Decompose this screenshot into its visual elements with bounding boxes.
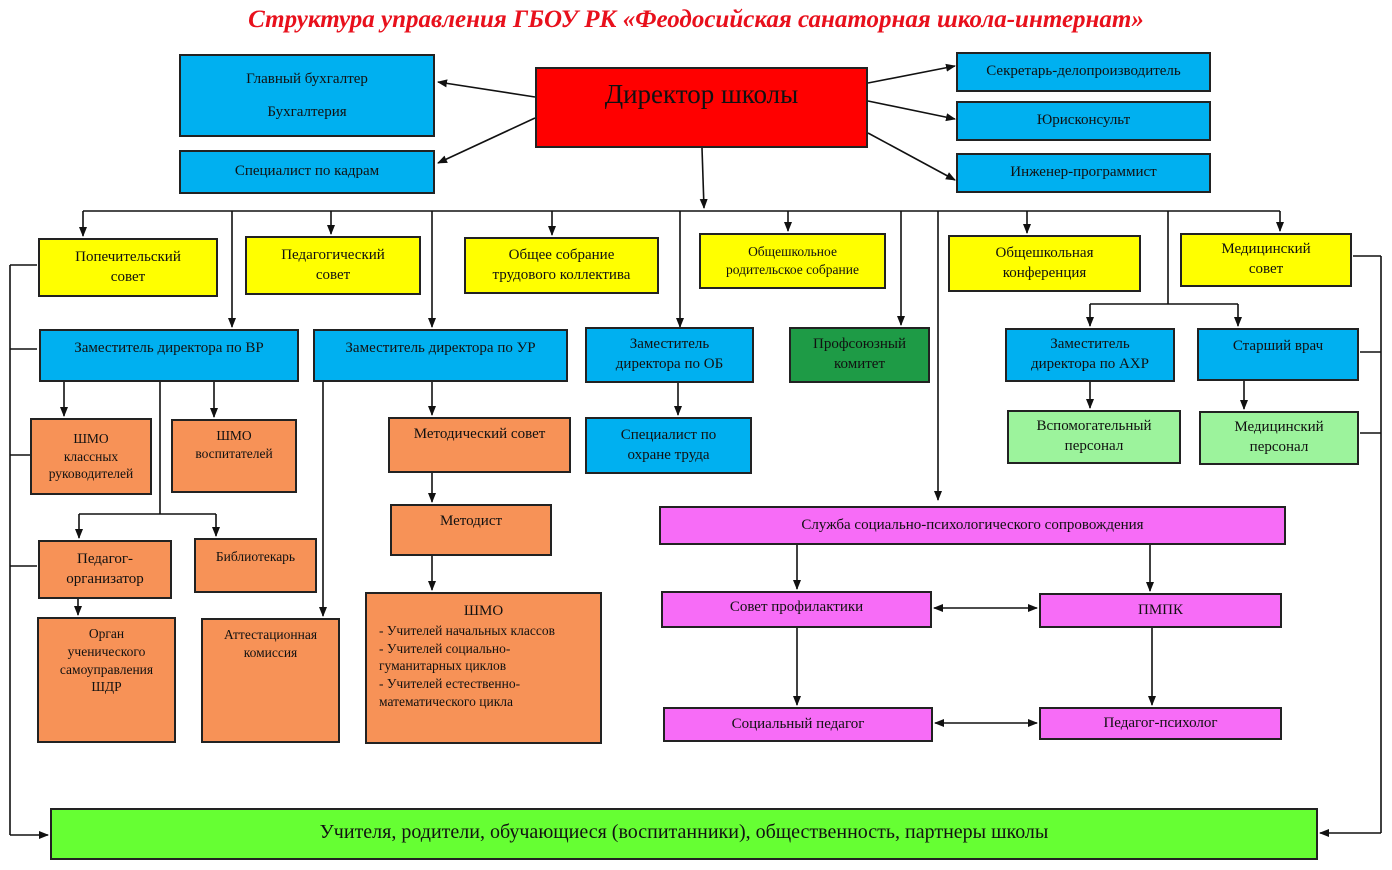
secretary-label: Секретарь-делопроизводитель (986, 63, 1181, 80)
secretary-box: Секретарь-делопроизводитель (956, 52, 1211, 92)
senior-doctor-box: Старший врач (1197, 328, 1359, 381)
librarian-box: Библиотекарь (194, 538, 317, 593)
librarian-label: Библиотекарь (215, 549, 296, 564)
social-psych-service-label: Служба социально-психологического сопров… (801, 516, 1144, 533)
shmo-subjects-item: - Учителей социально- гуманитарных цикло… (379, 640, 511, 674)
pmpk-label: ПМПК (1137, 601, 1183, 618)
senior-doctor-label: Старший врач (1232, 338, 1324, 354)
parent-meeting-box: Общешкольное родительское собрание (699, 233, 886, 289)
medical-staff-label: Медицинский персонал (1234, 419, 1324, 455)
deputy-vr-label: Заместитель директора по ВР (74, 340, 264, 356)
pedagogical-council-label: Педагогический совет (281, 246, 385, 283)
stakeholders-label: Учителя, родители, обучающиеся (воспитан… (319, 821, 1049, 843)
shmo-educators-box: ШМО воспитателей (171, 419, 297, 493)
trade-union-box: Профсоюзный комитет (789, 327, 930, 383)
pmpk-box: ПМПК (1039, 593, 1282, 628)
legal-adviser-label: Юрисконсульт (1036, 112, 1131, 129)
deputy-ur-label: Заместитель директора по УР (345, 340, 536, 356)
shmo-subjects-item: - Учителей естественно- математического … (379, 676, 521, 710)
social-psych-service-box: Служба социально-психологического сопров… (659, 506, 1286, 545)
director-box: Директор школы (535, 67, 868, 148)
board-of-trustees-label: Попечительский совет (75, 248, 181, 285)
psychologist-box: Педагог-психолог (1039, 707, 1282, 740)
deputy-ahr-box: Заместитель директора по АХР (1005, 328, 1175, 382)
trade-union-label: Профсоюзный комитет (813, 336, 906, 372)
teacher-organizer-label: Педагог- организатор (66, 550, 144, 587)
shmo-subjects-item: - Учителей начальных классов (379, 622, 555, 638)
deputy-ahr-label: Заместитель директора по АХР (1031, 336, 1149, 372)
methodical-council-box: Методический совет (388, 417, 571, 473)
medical-council-label: Медицинский совет (1221, 241, 1311, 277)
labor-safety-label: Специалист по охране труда (620, 426, 717, 463)
deputy-ob-box: Заместитель директора по ОБ (585, 327, 754, 383)
teacher-organizer-box: Педагог- организатор (38, 540, 172, 599)
support-staff-box: Вспомогательный персонал (1007, 410, 1181, 464)
pedagogical-council-box: Педагогический совет (245, 236, 421, 295)
chief-accountant-box: Главный бухгалтер Бухгалтерия (179, 54, 435, 137)
shmo-educators-label: ШМО воспитателей (195, 428, 273, 461)
medical-staff-box: Медицинский персонал (1199, 411, 1359, 465)
legal-adviser-box: Юрисконсульт (956, 101, 1211, 141)
medical-council-box: Медицинский совет (1180, 233, 1352, 287)
prevention-council-label: Совет профилактики (729, 599, 864, 615)
student-government-box: Орган ученического самоуправления ШДР (37, 617, 176, 743)
methodical-council-label: Методический совет (413, 426, 546, 442)
shmo-class-teachers-label: ШМО классных руководителей (48, 430, 134, 482)
methodist-box: Методист (390, 504, 552, 556)
director-label: Директор школы (604, 79, 799, 109)
shmo-subjects-heading: ШМО (463, 603, 504, 619)
attestation-commission-label: Аттестационная комиссия (223, 627, 318, 660)
psychologist-label: Педагог-психолог (1103, 714, 1218, 731)
hr-specialist-box: Специалист по кадрам (179, 150, 435, 194)
deputy-ur-box: Заместитель директора по УР (313, 329, 568, 382)
support-staff-label: Вспомогательный персонал (1036, 418, 1152, 454)
chief-accountant-label: Главный бухгалтер Бухгалтерия (246, 70, 368, 120)
student-government-label: Орган ученического самоуправления ШДР (59, 626, 154, 695)
deputy-vr-box: Заместитель директора по ВР (39, 329, 299, 382)
labor-safety-box: Специалист по охране труда (585, 417, 752, 474)
general-meeting-label: Общее собрание трудового коллектива (492, 246, 631, 283)
parent-meeting-label: Общешкольное родительское собрание (726, 244, 859, 277)
attestation-commission-box: Аттестационная комиссия (201, 618, 340, 743)
school-conference-label: Общешкольная конференция (995, 244, 1094, 281)
methodist-label: Методист (439, 513, 503, 529)
shmo-class-teachers-box: ШМО классных руководителей (30, 418, 152, 495)
social-pedagogue-box: Социальный педагог (663, 707, 933, 742)
deputy-ob-label: Заместитель директора по ОБ (615, 336, 724, 372)
board-of-trustees-box: Попечительский совет (38, 238, 218, 297)
engineer-programmer-label: Инженер-программист (1010, 164, 1157, 181)
prevention-council-box: Совет профилактики (661, 591, 932, 628)
engineer-programmer-box: Инженер-программист (956, 153, 1211, 193)
stakeholders-box: Учителя, родители, обучающиеся (воспитан… (50, 808, 1318, 860)
page-title: Структура управления ГБОУ РК «Феодосийск… (248, 6, 1144, 33)
hr-specialist-label: Специалист по кадрам (234, 163, 380, 180)
social-pedagogue-label: Социальный педагог (731, 715, 865, 732)
general-meeting-box: Общее собрание трудового коллектива (464, 237, 659, 294)
shmo-subjects-box: ШМО - Учителей начальных классов - Учите… (365, 592, 602, 744)
school-conference-box: Общешкольная конференция (948, 235, 1141, 292)
